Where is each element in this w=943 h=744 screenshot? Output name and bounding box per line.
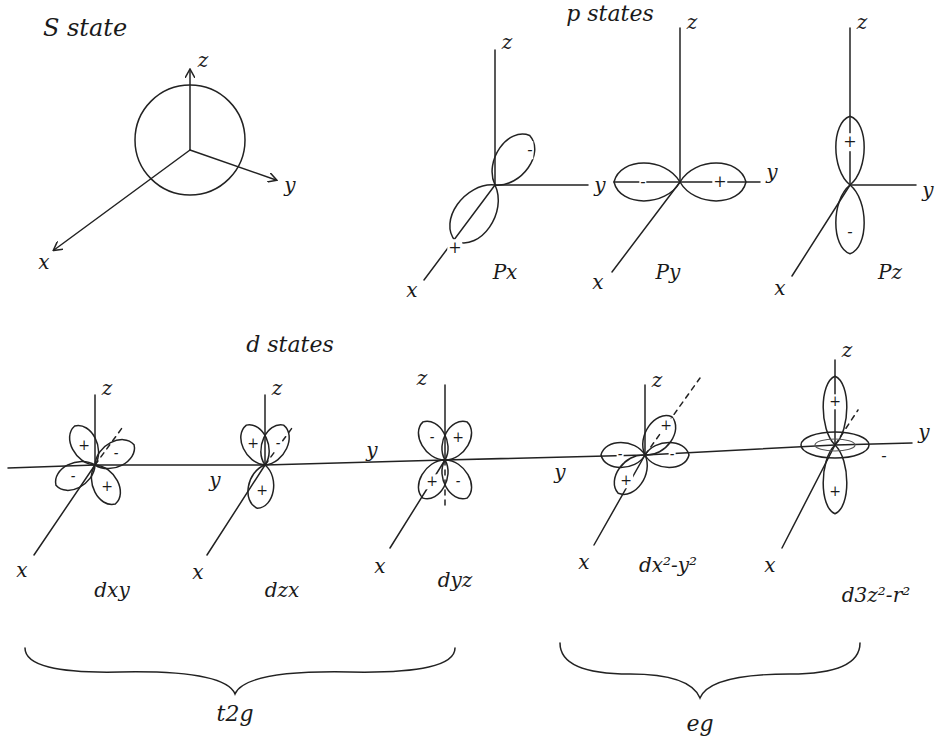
orbital-label: x bbox=[591, 271, 604, 293]
orbital-label: - bbox=[846, 223, 853, 241]
orbital-label: eg bbox=[685, 712, 714, 736]
orbital-label: x bbox=[37, 251, 50, 273]
orbital-label: + bbox=[828, 394, 842, 409]
orbital-label: - bbox=[429, 430, 436, 445]
orbital-label: z bbox=[501, 31, 514, 53]
orbital-label: y bbox=[283, 174, 296, 196]
orbital-label: x bbox=[373, 555, 386, 577]
orbital-label: + bbox=[246, 436, 260, 451]
orbital-label: z bbox=[271, 377, 284, 399]
orbital-label: x bbox=[191, 561, 204, 583]
orbital-label: - bbox=[526, 141, 533, 159]
orbital-label: dxy bbox=[93, 579, 130, 601]
orbital-label: - bbox=[669, 447, 676, 462]
orbital-label: y bbox=[593, 174, 606, 196]
orbital-label: y bbox=[553, 461, 566, 483]
orbital-label: z bbox=[651, 369, 664, 391]
orbital-label: + bbox=[255, 483, 269, 498]
orbital-label: + bbox=[828, 484, 842, 499]
orbital-label: t2g bbox=[216, 702, 255, 726]
orbital-label: y bbox=[917, 421, 930, 443]
orbital-label: - bbox=[617, 447, 624, 462]
orbital-label: + bbox=[619, 473, 633, 488]
orbital-label: + bbox=[842, 133, 857, 151]
orbital-label: z bbox=[197, 49, 210, 71]
orbital-label: z bbox=[841, 339, 854, 361]
orbital-label: - bbox=[880, 447, 887, 465]
orbital-label: - bbox=[275, 436, 282, 451]
orbital-label: y bbox=[921, 179, 934, 201]
orbital-label: z bbox=[101, 377, 114, 399]
orbital-label: - bbox=[113, 446, 120, 461]
orbital-label: dyz bbox=[437, 569, 474, 591]
orbital-label: x bbox=[773, 277, 786, 299]
orbital-label: dx²-y² bbox=[638, 554, 698, 576]
orbital-label: x bbox=[15, 559, 28, 581]
orbital-label: Py bbox=[655, 261, 682, 283]
orbital-label: x bbox=[405, 279, 418, 301]
orbital-label: - bbox=[639, 173, 646, 191]
orbital-label: z bbox=[416, 367, 429, 389]
orbital-label: Pz bbox=[877, 261, 903, 283]
orbital-label: S state bbox=[42, 15, 128, 41]
orbital-label: z bbox=[856, 11, 869, 33]
orbital-label: dzx bbox=[264, 579, 301, 601]
orbital-label: d states bbox=[245, 333, 334, 357]
orbital-label: + bbox=[447, 239, 462, 257]
orbital-label: + bbox=[451, 430, 465, 445]
orbital-label: p states bbox=[565, 2, 654, 26]
orbital-label: x bbox=[763, 554, 776, 576]
orbital-label: + bbox=[659, 418, 673, 433]
orbital-label: - bbox=[70, 469, 77, 484]
orbital-label: y bbox=[208, 469, 221, 491]
orbital-label: z bbox=[686, 11, 699, 33]
orbital-label: + bbox=[425, 474, 439, 489]
orbital-label: Px bbox=[492, 261, 519, 283]
orbital-label: y bbox=[365, 439, 378, 461]
orbital-label: + bbox=[100, 479, 114, 494]
orbital-label: + bbox=[712, 173, 727, 191]
orbital-label: + bbox=[77, 438, 91, 453]
orbital-label: - bbox=[455, 474, 462, 489]
orbital-label: d3z²-r² bbox=[841, 584, 911, 606]
orbital-label: y bbox=[765, 161, 778, 183]
orbital-label: x bbox=[577, 551, 590, 573]
